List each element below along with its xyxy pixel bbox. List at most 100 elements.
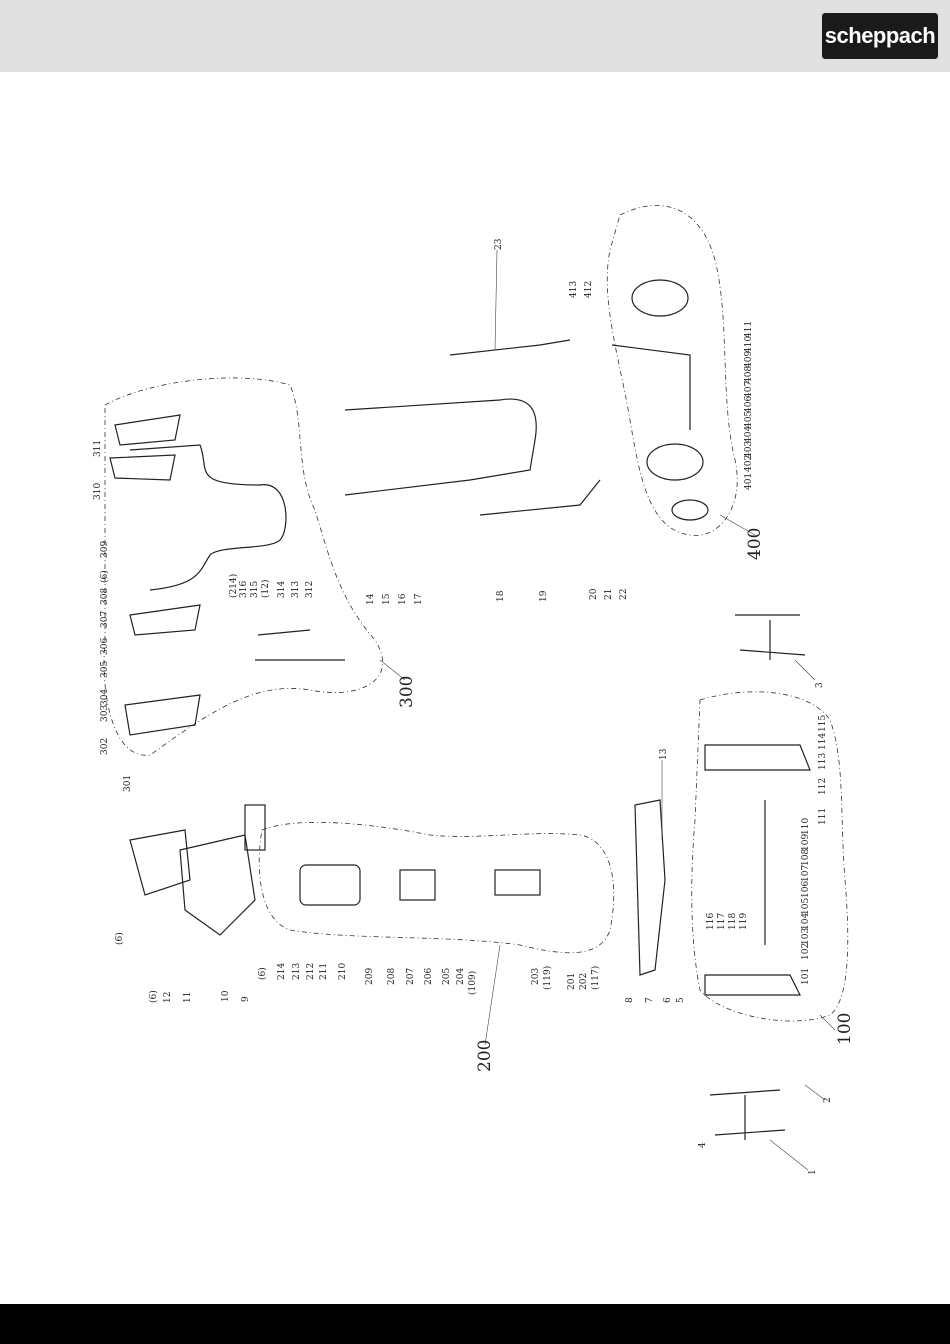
label-316: 316 xyxy=(239,581,249,598)
label-309: 309 xyxy=(100,541,110,558)
label-6: 6 xyxy=(663,997,673,1003)
label-12: 12 xyxy=(163,992,173,1003)
hub-cap xyxy=(671,499,709,521)
group-label-300: 300 xyxy=(397,676,417,708)
label-302: 302 xyxy=(100,738,110,755)
label-14: 14 xyxy=(366,593,376,605)
label-412: 412 xyxy=(584,281,594,298)
label-17: 17 xyxy=(414,593,424,605)
brand-logo-text: scheppach xyxy=(824,23,936,48)
label-113: 113 xyxy=(818,753,828,770)
label-101: 101 xyxy=(801,968,811,985)
label-203: 203 xyxy=(531,968,541,985)
label-6c: (6) xyxy=(257,967,268,980)
group-label-200: 200 xyxy=(475,1040,495,1072)
label-406: 406 xyxy=(744,396,754,413)
label-208: 208 xyxy=(387,968,397,985)
label-6a: (6) xyxy=(148,990,159,1003)
leader-300 xyxy=(379,659,406,681)
label-110: 110 xyxy=(801,818,811,835)
label-104: 104 xyxy=(801,913,811,930)
label-411: 411 xyxy=(744,321,754,338)
label-408: 408 xyxy=(744,366,754,383)
label-10: 10 xyxy=(221,990,231,1002)
label-18: 18 xyxy=(496,590,506,602)
leader-100 xyxy=(819,1014,836,1031)
label-107: 107 xyxy=(801,865,811,882)
group-300-outline xyxy=(103,377,383,756)
label-405: 405 xyxy=(744,411,754,428)
label-118: 118 xyxy=(728,913,738,930)
label-8: 8 xyxy=(625,997,635,1003)
label-315: 315 xyxy=(250,581,260,598)
label-210: 210 xyxy=(338,963,348,980)
loop-handle xyxy=(129,444,287,591)
label-403: 403 xyxy=(744,441,754,458)
label-312: 312 xyxy=(305,581,315,598)
label-410: 410 xyxy=(744,336,754,353)
gearbox-housing xyxy=(704,744,811,771)
label-310: 310 xyxy=(93,483,103,500)
tine-set-top xyxy=(735,614,806,660)
footer-band xyxy=(0,1304,950,1344)
label-115: 115 xyxy=(818,715,828,732)
motor-body xyxy=(299,864,361,906)
label-9: 9 xyxy=(241,996,251,1002)
label-214b: (214) xyxy=(228,574,239,598)
label-117: 117 xyxy=(717,913,727,930)
label-114: 114 xyxy=(818,733,828,750)
label-409: 409 xyxy=(744,351,754,368)
label-413: 413 xyxy=(569,281,579,298)
label-209: 209 xyxy=(365,968,375,985)
label-22: 22 xyxy=(619,589,629,600)
group-200-outline xyxy=(258,821,615,954)
label-111: 111 xyxy=(818,808,828,825)
label-402: 402 xyxy=(744,455,754,472)
label-1: 1 xyxy=(808,1169,818,1175)
lower-handle-bar xyxy=(344,398,537,496)
leader-200 xyxy=(484,944,501,1046)
label-109: 109 xyxy=(801,834,811,851)
label-106: 106 xyxy=(801,881,811,898)
label-212: 212 xyxy=(306,963,316,980)
label-314: 314 xyxy=(277,581,287,598)
group-label-400: 400 xyxy=(745,528,765,560)
motor-cover xyxy=(129,829,191,896)
side-handle-tube xyxy=(479,479,601,516)
label-109b: (109) xyxy=(467,971,478,995)
label-6d: (6) xyxy=(99,570,110,583)
header-band xyxy=(0,0,950,72)
label-16: 16 xyxy=(398,593,408,605)
label-6b: (6) xyxy=(114,932,125,945)
leader-2 xyxy=(804,1084,826,1101)
label-119b: (119) xyxy=(542,966,553,990)
label-4: 4 xyxy=(698,1142,708,1148)
label-117b: (117) xyxy=(590,966,601,990)
label-11: 11 xyxy=(183,992,193,1003)
label-108: 108 xyxy=(801,849,811,866)
label-214: 214 xyxy=(277,963,287,980)
shell-301 xyxy=(124,694,201,736)
label-407: 407 xyxy=(744,381,754,398)
label-311: 311 xyxy=(93,440,103,457)
label-103: 103 xyxy=(801,928,811,945)
label-112: 112 xyxy=(818,778,828,795)
tine-set-bottom xyxy=(709,1089,786,1140)
label-404: 404 xyxy=(744,426,754,443)
label-19: 19 xyxy=(539,590,549,602)
motor-shroud xyxy=(179,834,256,936)
label-119: 119 xyxy=(739,913,749,930)
label-205: 205 xyxy=(442,968,452,985)
label-313: 313 xyxy=(291,581,301,598)
label-204: 204 xyxy=(456,968,466,985)
shell-311 xyxy=(114,414,181,446)
label-116: 116 xyxy=(706,913,716,930)
label-12b: (12) xyxy=(260,580,271,598)
label-23: 23 xyxy=(494,238,504,250)
stator xyxy=(399,869,436,901)
group-label-100: 100 xyxy=(835,1013,855,1045)
label-7: 7 xyxy=(645,997,655,1003)
group-100-outline xyxy=(691,691,849,1022)
label-301: 301 xyxy=(123,775,133,792)
